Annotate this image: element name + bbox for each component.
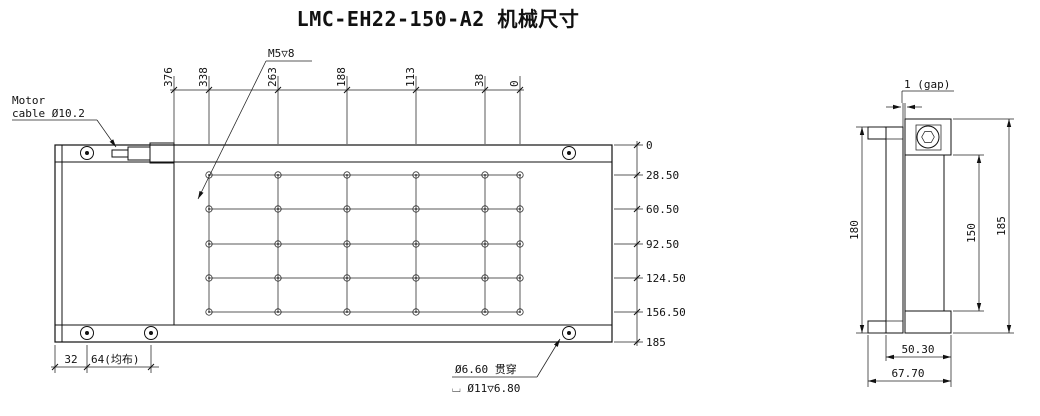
motor-cable-label-line1: Motor [12, 94, 45, 107]
gap-label: 1 (gap) [904, 78, 950, 91]
side-outer-width-dim: 67.70 [891, 367, 924, 380]
through-hole-label-line1: Ø6.60 贯穿 [455, 362, 517, 376]
side-dim-5030: 50.30 [885, 335, 952, 387]
screw-head [916, 125, 940, 149]
gap-dimension: 1 (gap) [886, 78, 954, 127]
front-top-dim-2: 263 [266, 67, 279, 87]
side-dim-185: 185 [953, 118, 1014, 334]
front-right-dim-2: 60.50 [646, 203, 679, 216]
through-hole-label-line2: ⌴ Ø11▽6.80 [452, 382, 520, 395]
side-inner-height-dim: 150 [965, 223, 978, 243]
side-width-dim: 50.30 [901, 343, 934, 356]
front-top-dim-4: 113 [404, 67, 417, 87]
front-right-dim-4: 124.50 [646, 272, 686, 285]
top-dimension-chain: 376 338 263 188 113 38 0 [162, 67, 524, 144]
m5-hole-callout: M5▽8 [197, 47, 312, 200]
front-top-dim-3: 188 [335, 67, 348, 87]
front-right-dim-3: 92.50 [646, 238, 679, 251]
screw-top-left [80, 146, 94, 160]
side-dim-180: 180 [848, 126, 884, 334]
bottom-dimension: 32 64(均布) [51, 345, 159, 373]
front-right-dim-0: 0 [646, 139, 653, 152]
mounting-holes [205, 171, 524, 316]
motor-cable-gland [111, 142, 175, 164]
front-view: 376 338 263 188 113 38 0 0 28.5 [12, 47, 686, 395]
front-view-body [54, 144, 613, 343]
side-height-dim: 180 [848, 220, 861, 240]
screw-bottom-right [562, 326, 576, 340]
right-dimension-chain: 0 28.50 60.50 92.50 124.50 156.50 185 [614, 139, 686, 349]
hole-grid-lines [208, 174, 521, 313]
rail-screws [80, 146, 576, 340]
side-outer-height-dim: 185 [995, 216, 1008, 236]
front-right-dim-5: 156.50 [646, 306, 686, 319]
side-dim-150: 150 [953, 154, 984, 312]
front-right-dim-1: 28.50 [646, 169, 679, 182]
front-top-dim-0: 376 [162, 67, 175, 87]
m5-label: M5▽8 [268, 47, 295, 60]
front-top-dim-5: 38 [473, 74, 486, 87]
motor-cable-callout: Motor cable Ø10.2 [12, 94, 117, 148]
screw-hex-socket [921, 131, 935, 143]
front-top-dim-1: 338 [197, 67, 210, 87]
side-view: 1 (gap) 180 150 185 50.30 [848, 78, 1014, 387]
front-top-dim-6: 0 [508, 80, 521, 87]
screw-top-right [562, 146, 576, 160]
screw-bottom-left [80, 326, 94, 340]
front-right-dim-6: 185 [646, 336, 666, 349]
screw-bottom-left-2 [144, 326, 158, 340]
front-bottom-dim-0: 32 [64, 353, 77, 366]
through-hole-callout: Ø6.60 贯穿 ⌴ Ø11▽6.80 [452, 338, 561, 395]
front-bottom-dim-1: 64(均布) [91, 353, 140, 366]
side-view-body [867, 118, 952, 334]
side-dim-6770: 67.70 [867, 335, 951, 387]
drawing-title: LMC-EH22-150-A2 机械尺寸 [297, 7, 580, 31]
motor-cable-label-line2: cable Ø10.2 [12, 107, 85, 120]
